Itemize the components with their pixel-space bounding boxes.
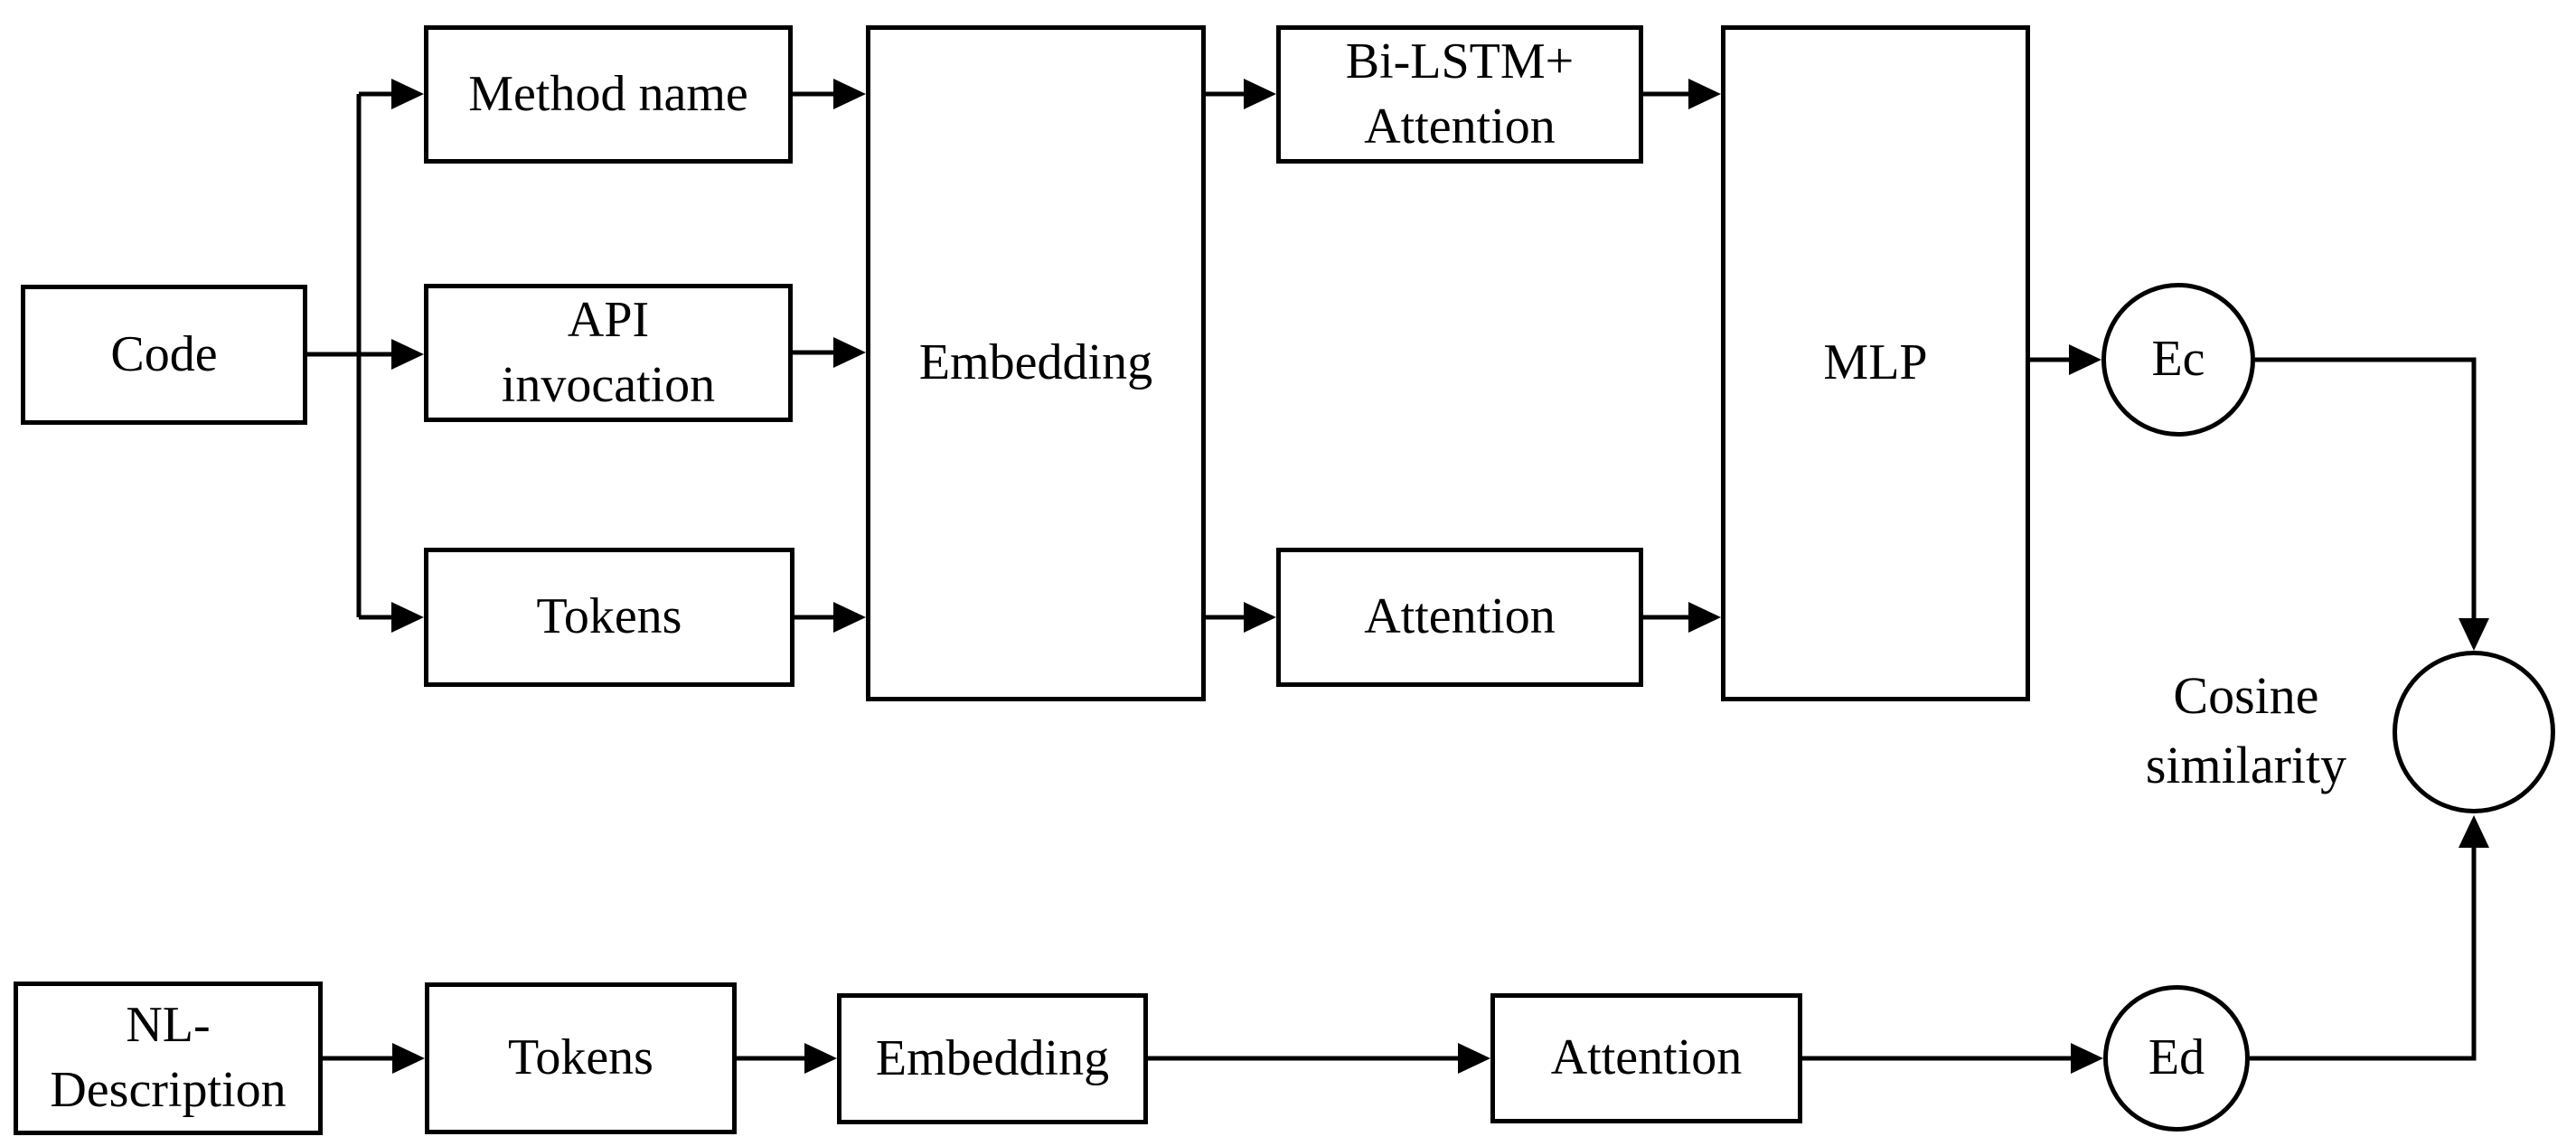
nl-description-node: NL- Description [14, 982, 323, 1135]
arrow-ed-to-cosine [2250, 815, 2489, 1061]
method-name-node: Method name [424, 25, 793, 164]
bilstm-attention-node: Bi-LSTM+ Attention [1276, 25, 1643, 164]
tokens-nl-node: Tokens [425, 982, 737, 1134]
arrow-embedding-to-attention-nl [1148, 1043, 1490, 1074]
arrow-api-invocation-to-embedding [793, 337, 866, 368]
arrow-branch-to-method-name [359, 79, 424, 109]
embedding-code-node: Embedding [866, 25, 1206, 701]
arrow-embedding-to-attention [1206, 602, 1276, 633]
arrow-tokens-to-embedding-nl [737, 1043, 837, 1074]
embedding-nl-node: Embedding [837, 993, 1148, 1124]
code-node: Code [21, 285, 307, 425]
api-invocation-node: API invocation [424, 284, 793, 422]
cosine-similarity-node [2393, 651, 2555, 813]
arrow-bilstm-to-mlp [1643, 79, 1721, 109]
ed-output-node: Ed [2103, 985, 2250, 1132]
ec-output-node: Ec [2101, 283, 2255, 437]
cosine-similarity-label: Cosine similarity [2145, 666, 2347, 794]
attention-nl-node: Attention [1490, 993, 1802, 1123]
arrow-nl-description-to-tokens [323, 1043, 425, 1074]
arrow-attention-to-ed [1802, 1043, 2103, 1074]
arrow-method-name-to-embedding [793, 79, 866, 109]
arrow-tokens-to-embedding [794, 602, 866, 633]
arrow-attention-to-mlp [1643, 602, 1721, 633]
arrow-embedding-to-bilstm [1206, 79, 1276, 109]
mlp-node: MLP [1721, 25, 2030, 701]
tokens-code-node: Tokens [424, 548, 794, 687]
arrow-branch-to-tokens [359, 602, 424, 633]
arrow-ec-to-cosine [2255, 357, 2489, 651]
attention-code-node: Attention [1276, 548, 1643, 687]
arrow-mlp-to-ec [2030, 344, 2101, 375]
arrow-code-to-api-invocation [307, 339, 424, 370]
